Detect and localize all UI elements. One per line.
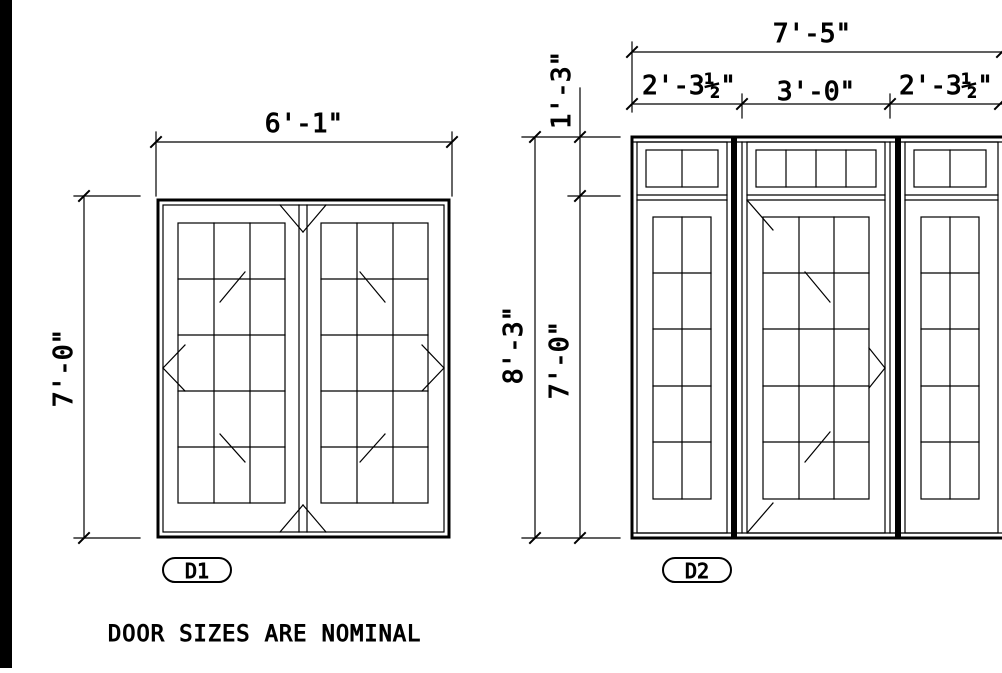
d2-right-sidelite-label: 2'-3½" xyxy=(899,71,993,101)
d2-tag-label: D2 xyxy=(685,559,709,583)
d2-overall-width-dimension xyxy=(625,41,1002,113)
d2-right-sidelite xyxy=(904,141,999,534)
d2-door-height-dimension xyxy=(567,87,621,545)
d2-segment-dimensions xyxy=(625,93,1002,119)
d1-swing-lines xyxy=(162,204,445,533)
d2-transom-height-label: 1'-3" xyxy=(547,51,577,129)
d2-overall-height-dimension xyxy=(521,130,621,545)
d2-door-height-label: 7'-0" xyxy=(545,321,575,399)
d1-width-dimension xyxy=(149,131,459,197)
d1-height-label: 7'-0" xyxy=(49,329,79,407)
d2-center-door-label: 3'-0" xyxy=(777,77,855,107)
d2-left-sidelite xyxy=(636,141,728,534)
d1-width-label: 6'-1" xyxy=(265,109,343,139)
d2-center-door xyxy=(746,141,886,534)
sheet-border xyxy=(0,0,12,668)
door-d2 xyxy=(521,41,1002,545)
d2-overall-height-label: 8'-3" xyxy=(499,306,529,384)
d1-tag-bubble xyxy=(162,557,232,583)
d2-tag-bubble xyxy=(662,557,732,583)
d1-right-glass xyxy=(320,222,429,504)
door-d1 xyxy=(73,131,459,545)
d2-left-sidelite-label: 2'-3½" xyxy=(642,71,736,101)
d2-overall-width-label: 7'-5" xyxy=(773,19,851,49)
drawing-note: DOOR SIZES ARE NOMINAL xyxy=(108,622,421,647)
d1-height-dimension xyxy=(73,189,141,545)
d1-frame xyxy=(156,198,451,539)
d1-left-glass xyxy=(177,222,286,504)
d1-tag-label: D1 xyxy=(185,559,209,583)
